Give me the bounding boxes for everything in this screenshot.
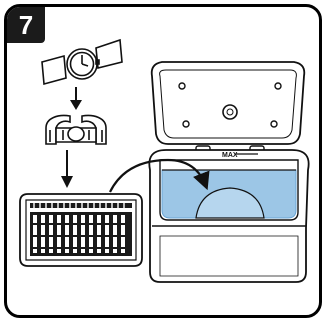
watch-icon bbox=[42, 40, 122, 84]
max-fill-label: MAX bbox=[222, 152, 238, 159]
cleaning-basket-icon bbox=[20, 194, 142, 266]
arrow-down-1 bbox=[70, 87, 82, 110]
watch-holder-icon bbox=[46, 116, 106, 145]
cleaner-lid bbox=[152, 62, 305, 144]
arrow-down-2 bbox=[61, 150, 73, 188]
